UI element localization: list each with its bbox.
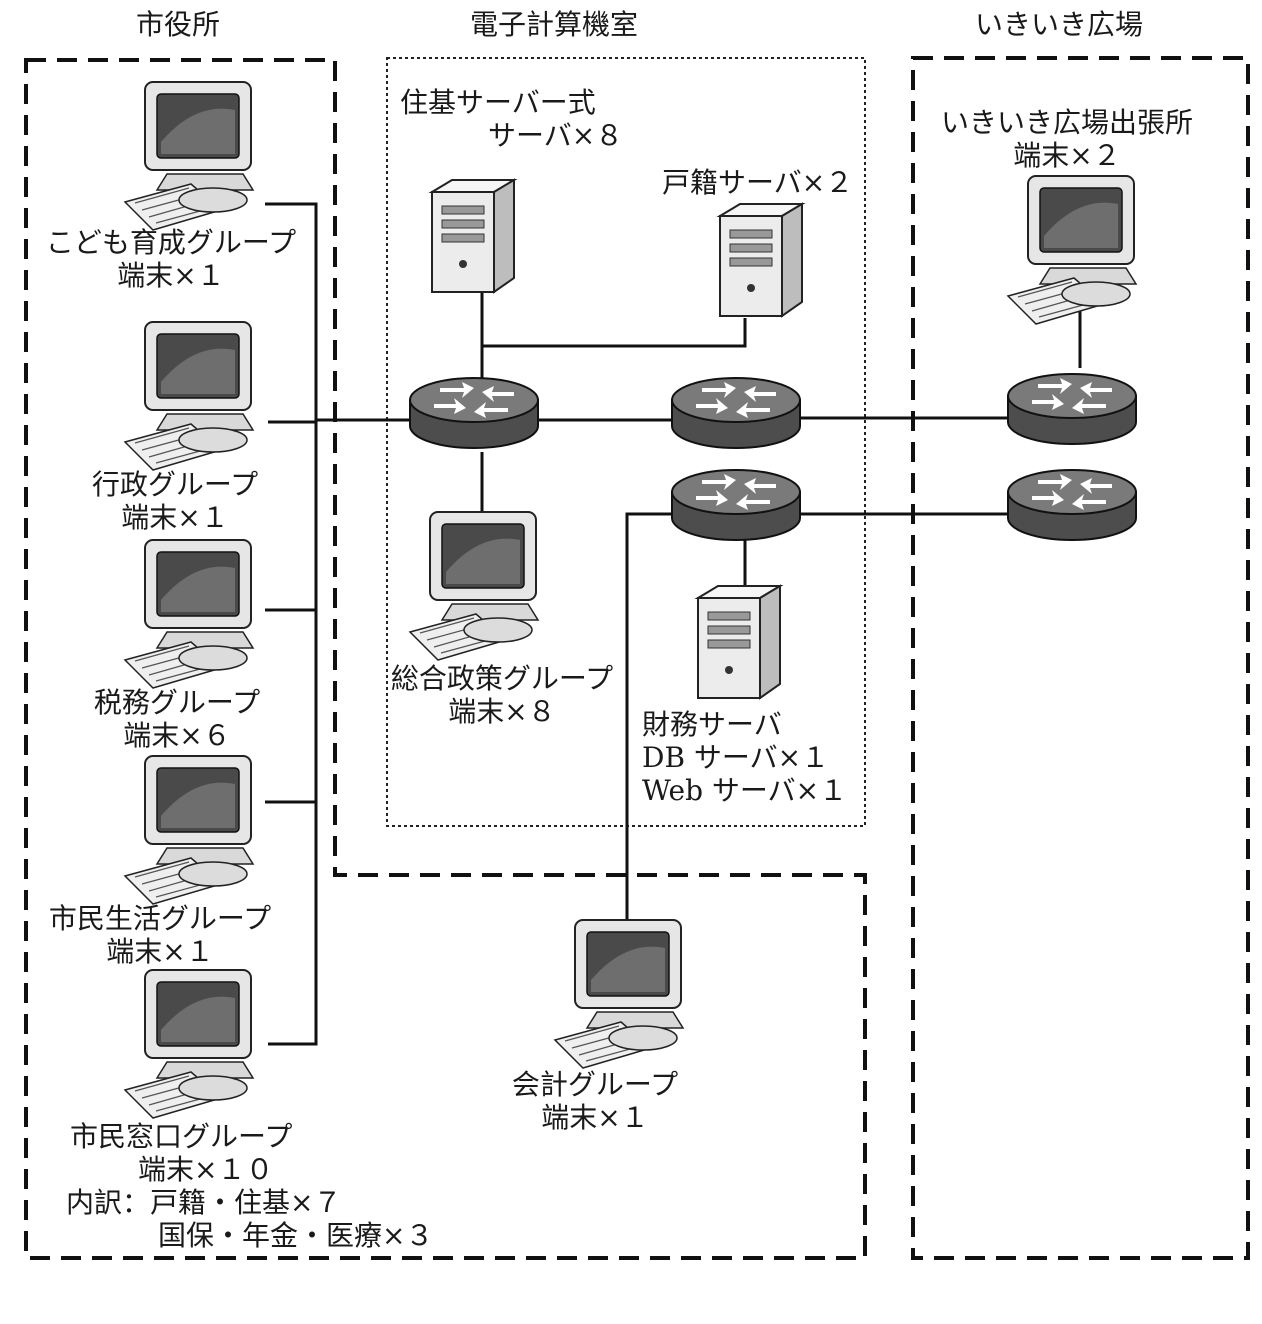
server-koseki-icon <box>719 203 803 317</box>
terminal-count: 端末×８ <box>448 695 556 728</box>
group-name: 市民窓口グループ <box>70 1120 293 1153</box>
group-name: 市民生活グループ <box>48 902 272 935</box>
terminal-breakdown-1: 内訳：戸籍・住基×７ <box>66 1186 342 1219</box>
router-plaza-2-icon <box>1007 469 1137 541</box>
terminal-kaikei-icon <box>554 919 684 1069</box>
terminal-count: 端末×２ <box>1013 139 1121 172</box>
group-name: いきいき広場出張所 <box>940 106 1193 139</box>
group-label-zeimu: 税務グループ 端末×６ <box>72 686 282 752</box>
terminal-count: 端末×１ <box>121 501 229 534</box>
terminal-kodomo-icon <box>124 81 254 231</box>
terminal-breakdown-2: 国保・年金・医療×３ <box>158 1219 434 1252</box>
server-count: サーバ×８ <box>488 119 624 152</box>
terminal-shimin-madoguchi-icon <box>124 969 254 1119</box>
server-juki-icon <box>431 179 515 293</box>
link-koseki <box>482 318 747 348</box>
server-count-web: Web サーバ×１ <box>642 774 848 807</box>
server-label-juki: 住基サーバー式 サーバ×８ <box>400 86 623 152</box>
router-2-icon <box>671 377 801 449</box>
group-name: 会計グループ <box>511 1068 679 1101</box>
group-label-shimin-seikatsu: 市民生活グループ 端末×１ <box>40 902 280 968</box>
city-hall-boundary <box>24 58 867 1260</box>
server-name: 住基サーバー式 <box>400 86 596 119</box>
terminal-count: 端末×６ <box>123 719 231 752</box>
area-heading-computer-room: 電子計算機室 <box>470 8 639 41</box>
router-main-icon <box>409 377 539 449</box>
terminal-zeimu-icon <box>124 539 254 689</box>
terminal-count: 端末×１０ <box>138 1153 274 1186</box>
group-label-gyosei: 行政グループ 端末×１ <box>70 468 280 534</box>
ikiiki-plaza-boundary <box>911 56 1250 1260</box>
group-label-sogo-seisaku: 総合政策グループ 端末×８ <box>384 662 620 728</box>
group-name: こども育成グループ <box>45 226 297 259</box>
group-name: 税務グループ <box>93 686 261 719</box>
server-name: 財務サーバ <box>642 708 782 741</box>
group-label-shimin-madoguchi: 市民窓口グループ 端末×１０ 内訳：戸籍・住基×７ 国保・年金・医療×３ <box>66 1120 433 1252</box>
area-heading-city-hall: 市役所 <box>136 8 221 41</box>
server-label-koseki: 戸籍サーバ×２ <box>662 166 854 199</box>
router-plaza-1-icon <box>1007 373 1137 445</box>
terminal-gyosei-icon <box>124 321 254 471</box>
server-label-zaimu: 財務サーバ DB サーバ×１ Web サーバ×１ <box>642 708 847 807</box>
server-zaimu-icon <box>697 585 781 699</box>
server-count-db: DB サーバ×１ <box>642 741 830 774</box>
terminal-count: 端末×１ <box>541 1101 649 1134</box>
group-label-kaikei: 会計グループ 端末×１ <box>480 1068 710 1134</box>
group-name: 総合政策グループ <box>390 662 614 695</box>
terminal-shimin-seikatsu-icon <box>124 755 254 905</box>
terminal-plaza-office-icon <box>1007 175 1137 325</box>
group-name: 行政グループ <box>91 468 259 501</box>
link-city-hall-bus <box>265 202 318 1046</box>
terminal-count: 端末×１ <box>117 259 225 292</box>
link-router-3-kaikei <box>625 512 672 920</box>
group-label-plaza-office: いきいき広場出張所 端末×２ <box>922 106 1212 172</box>
terminal-count: 端末×１ <box>106 935 214 968</box>
router-3-icon <box>671 469 801 541</box>
area-heading-ikiiki-plaza: いきいき広場 <box>975 8 1144 41</box>
terminal-sogo-seisaku-icon <box>409 511 539 661</box>
group-label-kodomo: こども育成グループ 端末×１ <box>40 226 302 292</box>
network-links <box>265 202 1082 1046</box>
